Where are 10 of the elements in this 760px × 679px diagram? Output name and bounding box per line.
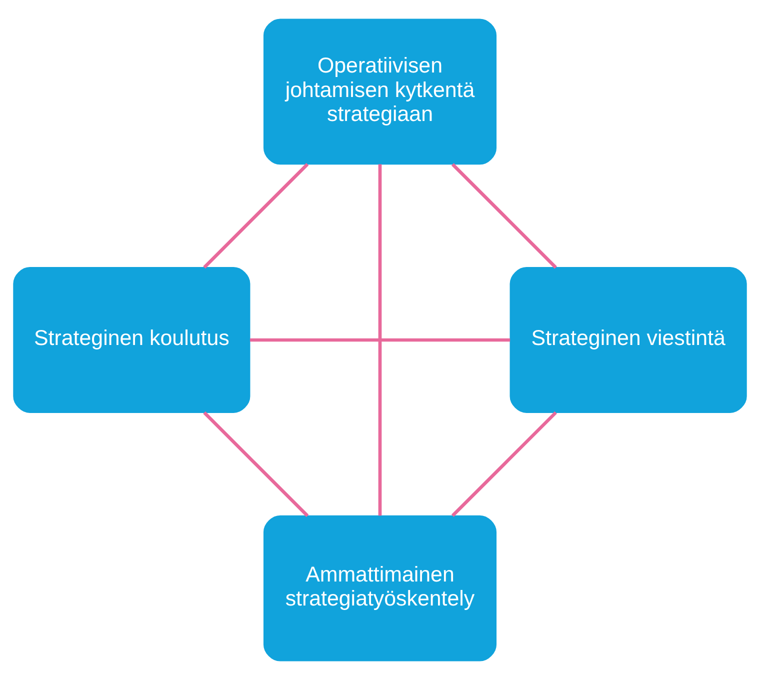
node-box: Operatiivisen johtamisen kytkentä strategiaan (263, 18, 497, 164)
node-box: Strateginen koulutus (13, 266, 250, 412)
connector (451, 410, 557, 516)
connector (250, 338, 510, 342)
connector (451, 162, 557, 268)
connector (203, 410, 309, 516)
connector (378, 164, 382, 516)
connector (203, 162, 309, 268)
node-box: Ammattimainen strategiatyöskentely (263, 514, 497, 661)
node-box: Strateginen viestintä (510, 266, 747, 412)
